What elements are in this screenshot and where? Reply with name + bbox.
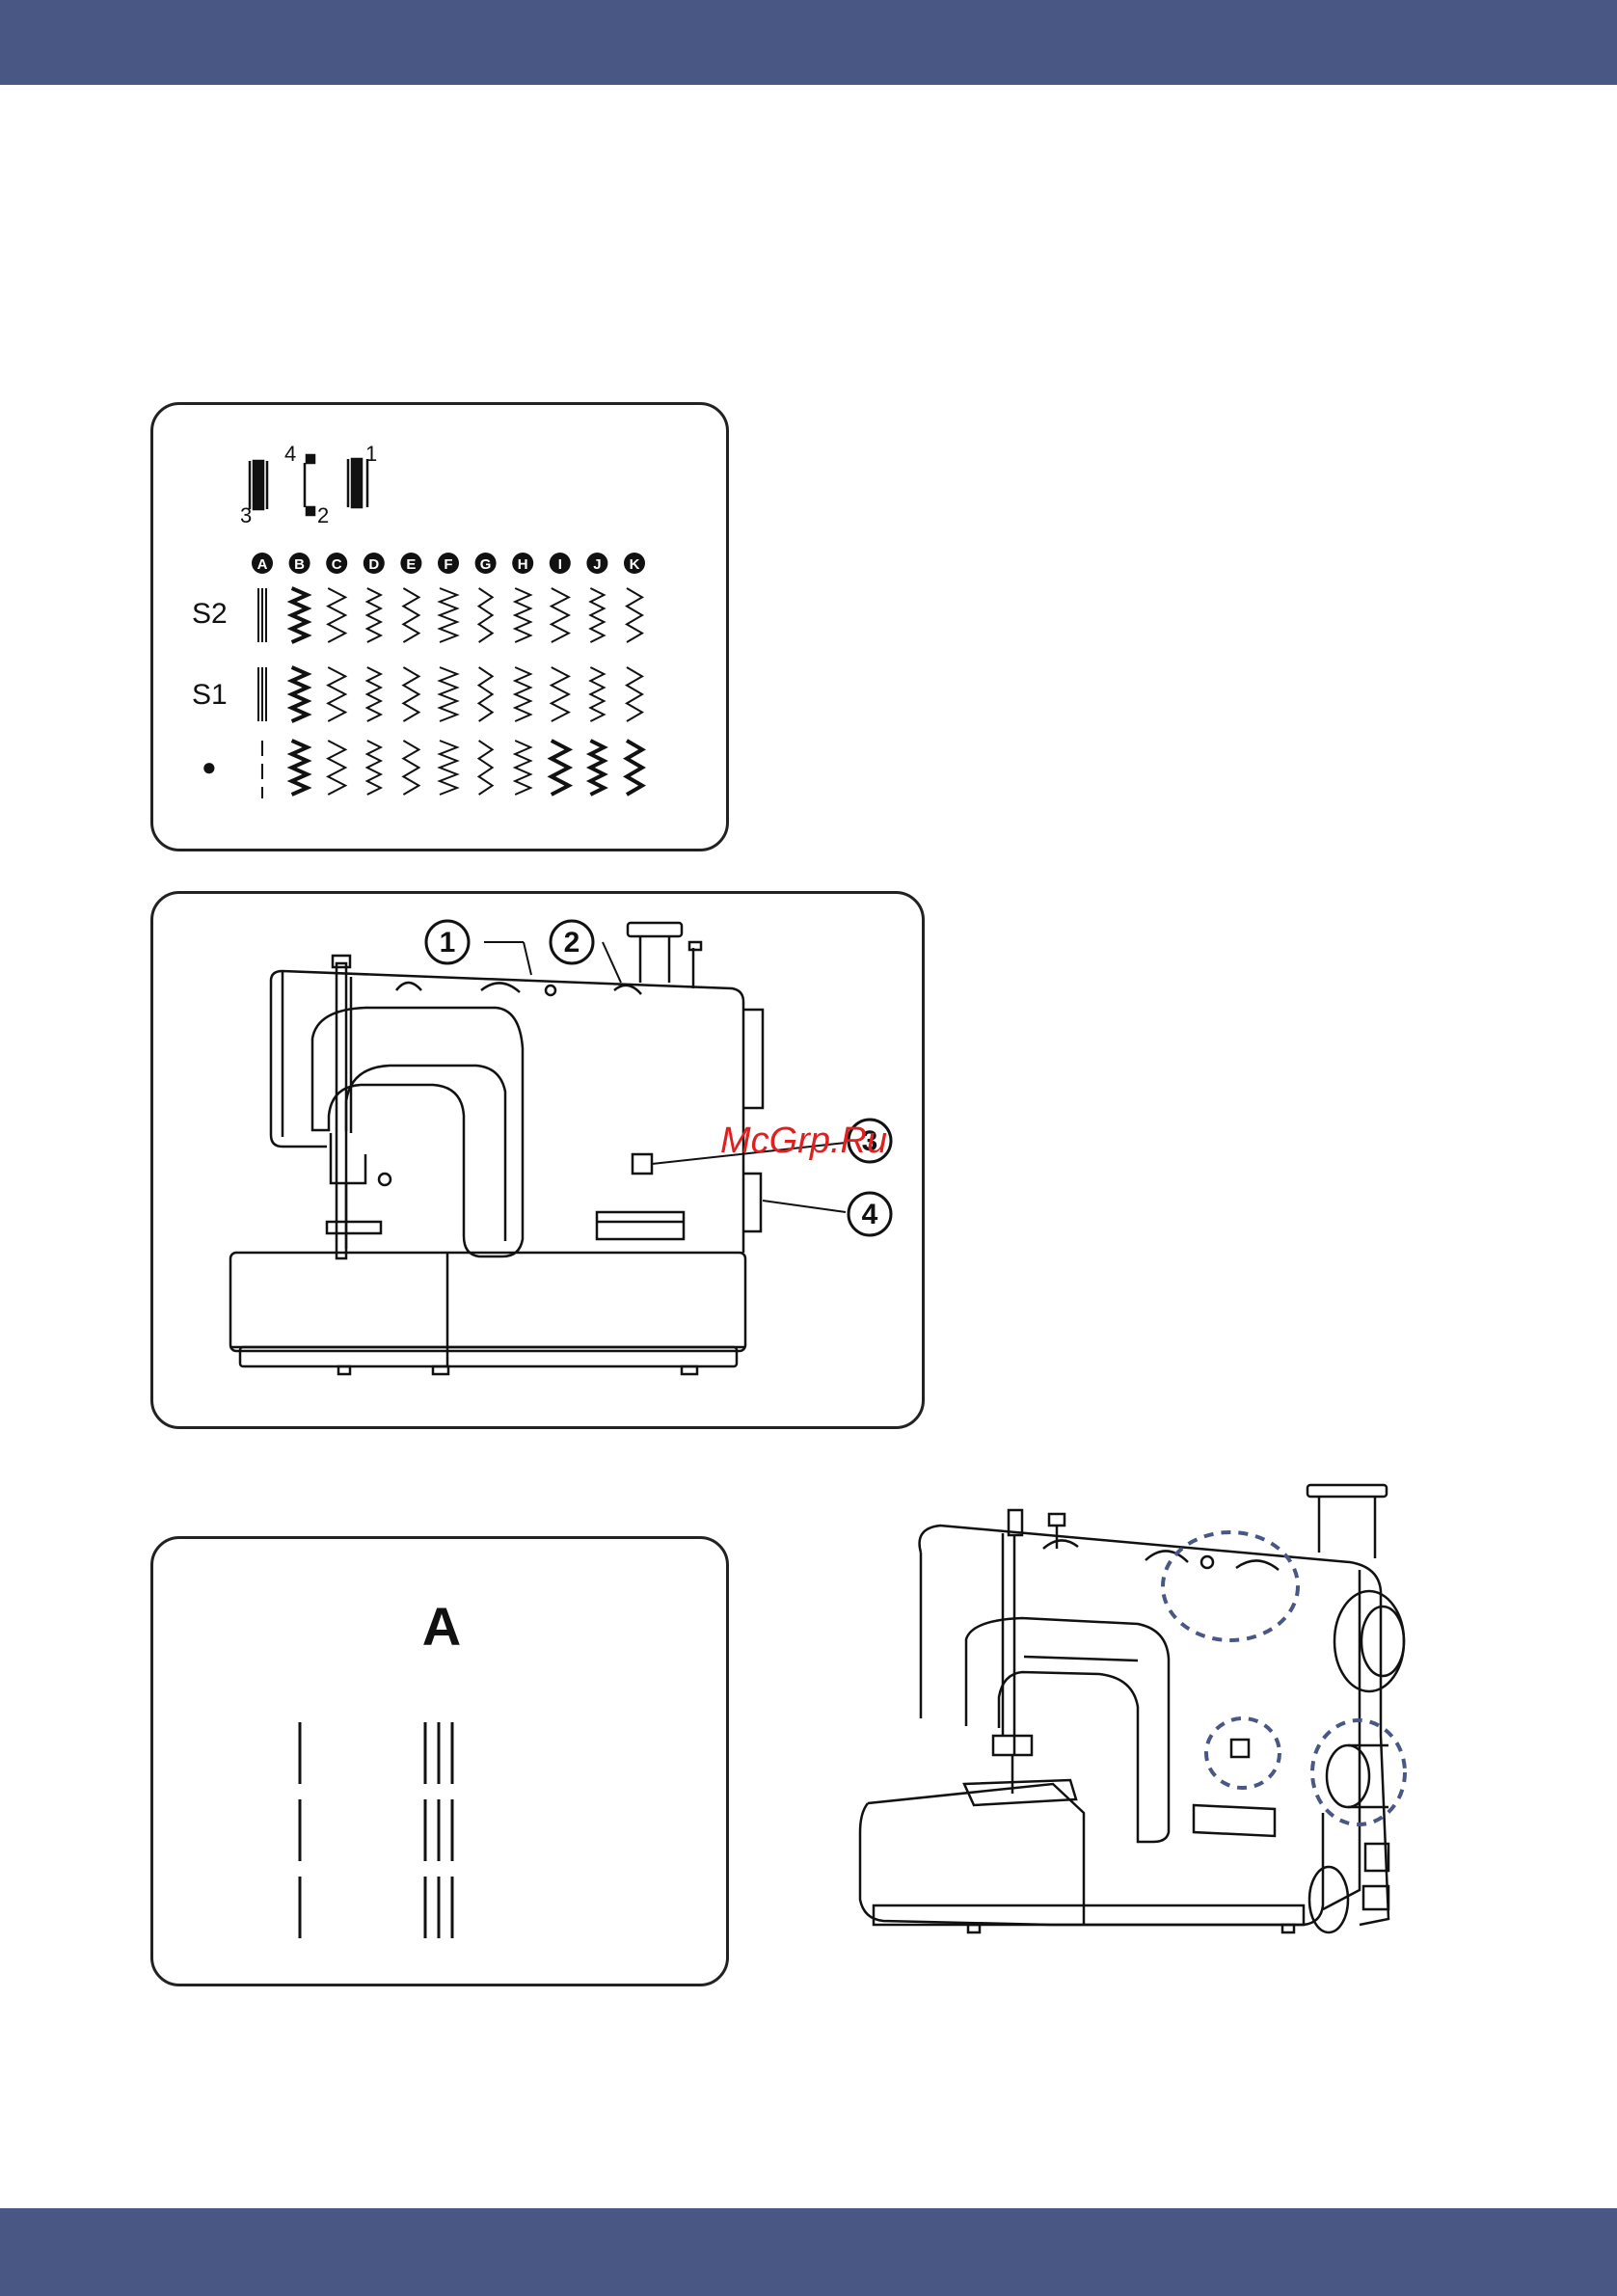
highlight-indicator bbox=[1206, 1718, 1280, 1788]
highlight-top-dials bbox=[1163, 1532, 1298, 1640]
